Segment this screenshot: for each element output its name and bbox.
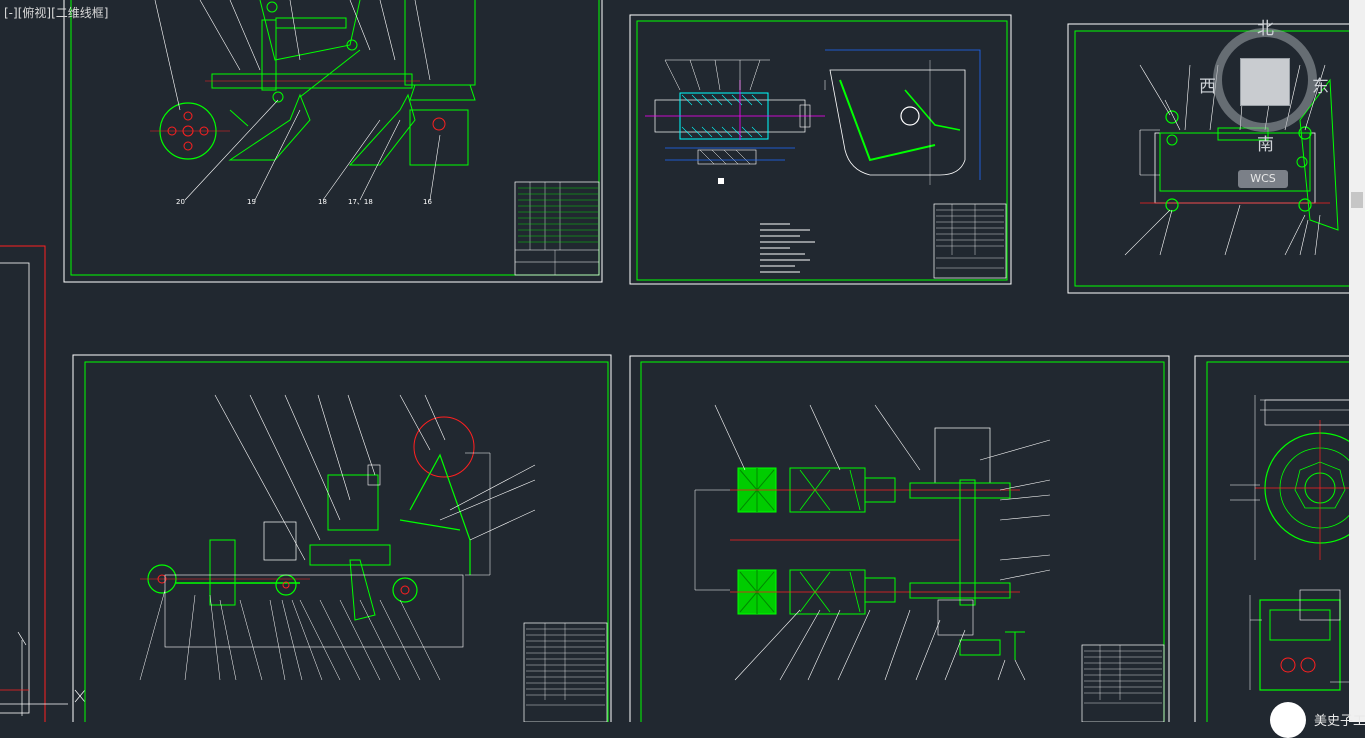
compass-south[interactable]: 南 bbox=[1257, 135, 1274, 155]
bracket-view bbox=[824, 49, 981, 185]
sheet-part-detail[interactable] bbox=[629, 14, 1012, 285]
sheet-planter-side[interactable] bbox=[72, 354, 612, 722]
viewcube-compass-ring[interactable] bbox=[1213, 28, 1317, 132]
viewport-label[interactable]: [-][俯视][二维线框] bbox=[4, 5, 108, 21]
title-block bbox=[933, 203, 1007, 279]
callout-18: 18 bbox=[318, 198, 327, 206]
compass-east[interactable]: 东 bbox=[1312, 77, 1329, 97]
callout-19: 19 bbox=[247, 198, 256, 206]
viewcube[interactable]: 北 南 东 西 WCS bbox=[1199, 19, 1355, 188]
watermark: 美史子工 bbox=[1268, 700, 1365, 738]
view-direction-menu[interactable]: [俯视] bbox=[17, 6, 52, 20]
watermark-logo-icon bbox=[1270, 702, 1306, 738]
viewport-controls-menu[interactable]: [-] bbox=[4, 6, 18, 20]
cad-model-space[interactable]: 20 19 18 17、18 16 bbox=[0, 0, 1365, 722]
viewcube-top-face[interactable] bbox=[1240, 58, 1290, 106]
title-block bbox=[523, 622, 608, 722]
callout-20: 20 bbox=[176, 198, 185, 206]
shaft-section bbox=[645, 59, 825, 184]
scrollbar-thumb[interactable] bbox=[1351, 192, 1363, 208]
sheet-planter-top[interactable] bbox=[629, 355, 1170, 722]
vertical-scrollbar[interactable] bbox=[1349, 0, 1365, 722]
sheet-assembly-side[interactable]: 20 19 18 17、18 16 bbox=[63, 0, 603, 283]
tech-notes bbox=[760, 223, 815, 273]
watermark-text: 美史子工 bbox=[1314, 714, 1365, 729]
sheet-partial-left bbox=[0, 245, 86, 722]
callout-16: 16 bbox=[423, 198, 432, 206]
compass-north[interactable]: 北 bbox=[1257, 19, 1274, 39]
wcs-menu-button[interactable]: WCS bbox=[1238, 170, 1288, 188]
visual-style-menu[interactable]: [二维线框] bbox=[51, 6, 109, 20]
title-block bbox=[1081, 644, 1165, 722]
compass-west[interactable]: 西 bbox=[1199, 77, 1216, 97]
callout-17-18: 17、18 bbox=[348, 198, 373, 206]
planter-unit-lower bbox=[730, 569, 1020, 615]
title-block bbox=[514, 181, 600, 276]
planter-unit-upper bbox=[730, 467, 1020, 513]
